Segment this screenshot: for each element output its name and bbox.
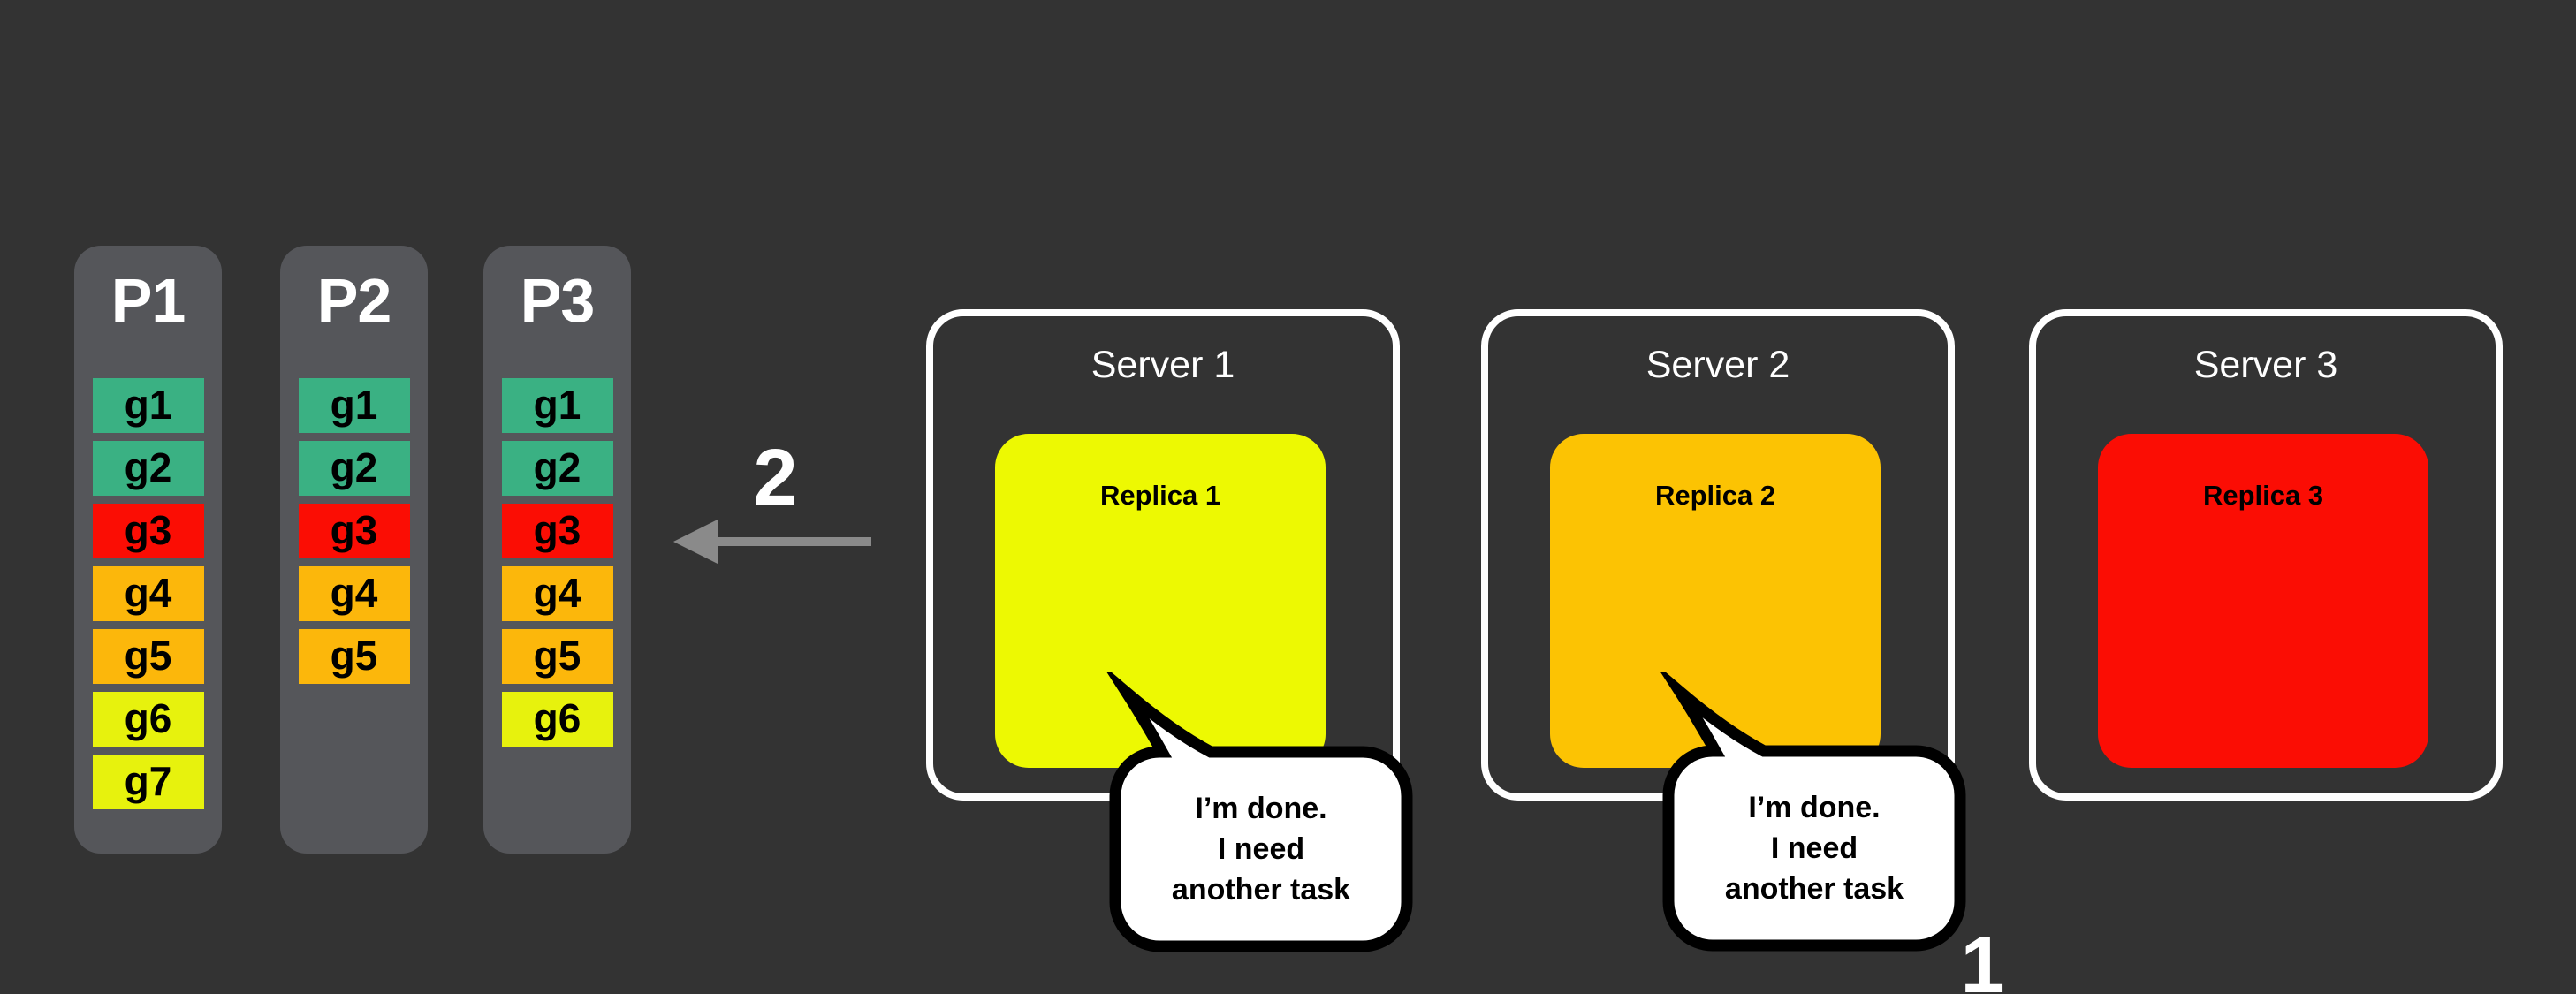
task-label: g6	[533, 695, 581, 741]
task-list: g1 g2 g3 g4 g5 g6 g7	[74, 378, 222, 809]
task-label: g2	[533, 444, 581, 490]
task-cell: g5	[501, 629, 613, 684]
task-cell: g3	[298, 504, 410, 558]
left-arrow-icon	[673, 520, 871, 564]
task-label: g4	[330, 570, 378, 616]
task-label: g3	[533, 507, 581, 553]
task-label: g2	[330, 444, 378, 490]
server-label: Server 3	[2193, 344, 2338, 386]
task-cell: g6	[92, 692, 204, 747]
task-label: g5	[124, 633, 172, 679]
task-cell: g6	[501, 692, 613, 747]
replica-label: Replica 2	[1654, 480, 1776, 511]
task-label: g1	[330, 382, 378, 428]
replica-block-2: Replica 2	[1550, 434, 1881, 768]
task-cell: g5	[298, 629, 410, 684]
server-box-1: Server 1 Replica 1	[926, 309, 1400, 801]
task-label: g6	[124, 695, 172, 741]
partition-label: P2	[316, 266, 392, 335]
task-cell: g7	[92, 755, 204, 809]
replica-label: Replica 3	[2202, 480, 2324, 511]
partition-label: P1	[110, 266, 186, 335]
server-box-2: Server 2 Replica 2	[1481, 309, 1955, 801]
task-label: g5	[533, 633, 581, 679]
task-cell: g2	[298, 441, 410, 496]
task-label: g2	[124, 444, 172, 490]
task-label: g5	[330, 633, 378, 679]
task-list: g1 g2 g3 g4 g5	[280, 378, 428, 684]
task-cell: g4	[92, 566, 204, 621]
task-cell: g3	[92, 504, 204, 558]
task-cell: g2	[92, 441, 204, 496]
speech-bubble-1: I’m done. I need another task	[1106, 672, 1416, 955]
task-cell: g1	[501, 378, 613, 433]
partition-p1: P1 g1 g2 g3 g4 g5 g6 g7	[74, 246, 222, 854]
task-label: g4	[533, 570, 581, 616]
server-label: Server 1	[1090, 344, 1235, 386]
speech-bubble-shape	[1660, 672, 1966, 952]
task-cell: g4	[501, 566, 613, 621]
bubble-text: I’m done. I need another task	[1171, 792, 1351, 907]
step-1-label: 1	[1960, 922, 2005, 994]
bubble-text: I’m done. I need another task	[1724, 791, 1904, 906]
task-cell: g4	[298, 566, 410, 621]
replica-block-3: Replica 3	[2098, 434, 2428, 768]
task-label: g1	[124, 382, 172, 428]
task-cell: g5	[92, 629, 204, 684]
partition-p2: P2 g1 g2 g3 g4 g5	[280, 246, 428, 854]
speech-bubble-shape	[1106, 672, 1413, 952]
task-label: g3	[330, 507, 378, 553]
step-2-label: 2	[753, 434, 798, 522]
speech-bubble-2: I’m done. I need another task	[1660, 672, 1969, 954]
server-label: Server 2	[1645, 344, 1790, 386]
task-list: g1 g2 g3 g4 g5 g6	[483, 378, 631, 747]
replica-block-1: Replica 1	[995, 434, 1326, 768]
task-cell: g1	[92, 378, 204, 433]
partition-p3: P3 g1 g2 g3 g4 g5 g6	[483, 246, 631, 854]
task-cell: g1	[298, 378, 410, 433]
replica-label: Replica 1	[1099, 480, 1221, 511]
task-label: g4	[124, 570, 172, 616]
task-cell: g2	[501, 441, 613, 496]
task-label: g7	[124, 758, 172, 804]
task-label: g3	[124, 507, 172, 553]
server-box-3: Server 3 Replica 3	[2029, 309, 2503, 801]
task-cell: g3	[501, 504, 613, 558]
partition-label: P3	[520, 266, 596, 335]
task-label: g1	[533, 382, 581, 428]
